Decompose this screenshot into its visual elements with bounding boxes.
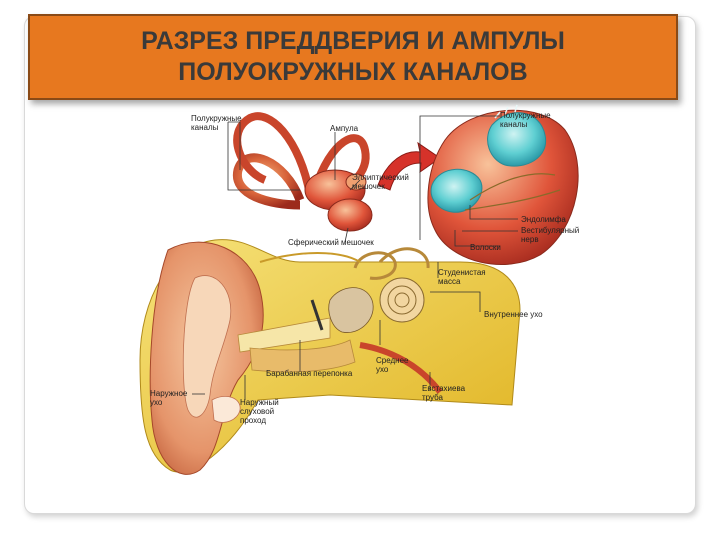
label-semicircular-canals-left: Полукружные каналы bbox=[191, 114, 242, 132]
label-eustachian-tube: Евстахиева труба bbox=[422, 384, 465, 402]
label-tympanic-membrane: Барабанная перепонка bbox=[266, 369, 352, 378]
label-ampulla: Ампула bbox=[330, 124, 358, 133]
label-vestibular-nerve: Вестибулярный нерв bbox=[521, 226, 579, 244]
label-inner-ear: Внутреннее ухо bbox=[484, 310, 543, 319]
label-hairs: Волоски bbox=[470, 243, 501, 252]
label-ear-canal: Наружный слуховой проход bbox=[240, 398, 279, 425]
label-outer-ear: Наружное ухо bbox=[150, 389, 187, 407]
label-utricle: Эллиптический мешочек bbox=[352, 173, 409, 191]
label-gelatinous-mass: Студенистая масса bbox=[438, 268, 486, 286]
label-endolymph: Эндолимфа bbox=[521, 215, 566, 224]
label-saccule: Сферический мешочек bbox=[288, 238, 374, 247]
label-semicircular-canals-right: Полукружные каналы bbox=[500, 111, 551, 129]
label-middle-ear: Среднее ухо bbox=[376, 356, 408, 374]
